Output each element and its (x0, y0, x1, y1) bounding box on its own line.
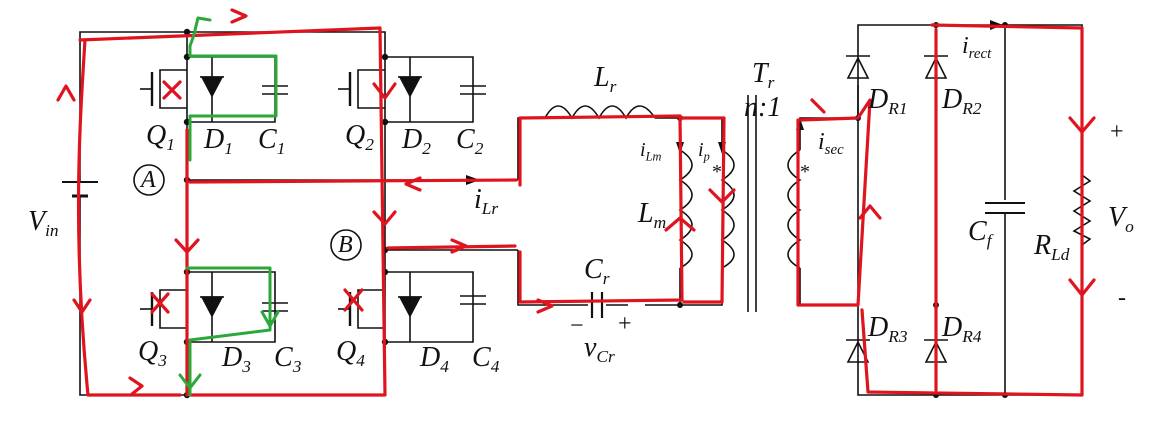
label-q2: Q2 (345, 120, 374, 155)
red-conduction-path (56, 8, 1096, 397)
label-dot-primary: * (712, 161, 722, 183)
label-irect: irect (962, 33, 992, 63)
label-dr4: DR4 (942, 312, 982, 347)
label-output-minus: - (1118, 285, 1126, 311)
label-tr: Tr (752, 58, 775, 93)
label-ilr: iLr (474, 184, 499, 219)
label-c4: C4 (472, 342, 500, 377)
node-b-circle (330, 229, 362, 261)
label-ip: ip (698, 139, 710, 164)
label-d2: D2 (402, 124, 431, 159)
label-vin: Vin (28, 206, 59, 241)
switch-cell-q1 (140, 56, 288, 123)
label-isec: isec (818, 129, 844, 159)
label-q1: Q1 (146, 120, 175, 155)
label-lr: Lr (594, 62, 617, 97)
label-d4: D4 (420, 342, 449, 377)
label-output-plus: + (1110, 119, 1124, 145)
label-rld: RLd (1034, 230, 1070, 265)
label-ratio: n:1 (744, 92, 782, 123)
switch-cell-q4 (338, 271, 486, 343)
switch-cell-q3 (140, 271, 288, 343)
label-node-a: A (141, 167, 156, 193)
current-arrows (466, 20, 1003, 185)
label-d3: D3 (222, 342, 251, 377)
label-q3: Q3 (138, 336, 167, 371)
label-c2: C2 (456, 124, 484, 159)
label-cr-minus: − (570, 313, 584, 339)
label-lm: Lm (638, 198, 667, 233)
node-a-circle (133, 164, 165, 196)
label-dr2: DR2 (942, 84, 982, 119)
switch-cell-q2 (338, 56, 486, 123)
label-dr1: DR1 (868, 84, 908, 119)
label-vcr: vCr (584, 332, 615, 367)
label-c3: C3 (274, 342, 302, 377)
label-q4: Q4 (336, 336, 365, 371)
label-cf: Cf (968, 216, 992, 251)
output-capacitor-cf (985, 200, 1025, 214)
label-cr-plus: + (618, 311, 632, 337)
green-switch-path (178, 16, 280, 397)
secondary-winding (787, 149, 802, 269)
label-vo: Vo (1108, 202, 1134, 237)
label-ilm: iLm (640, 139, 662, 164)
label-node-b: B (338, 232, 353, 258)
label-dr3: DR3 (868, 312, 908, 347)
label-cr: Cr (584, 254, 610, 289)
label-c1: C1 (258, 124, 286, 159)
resonant-capacitor-cr (590, 292, 604, 318)
label-dot-secondary: * (800, 161, 810, 183)
label-d1: D1 (204, 124, 233, 159)
